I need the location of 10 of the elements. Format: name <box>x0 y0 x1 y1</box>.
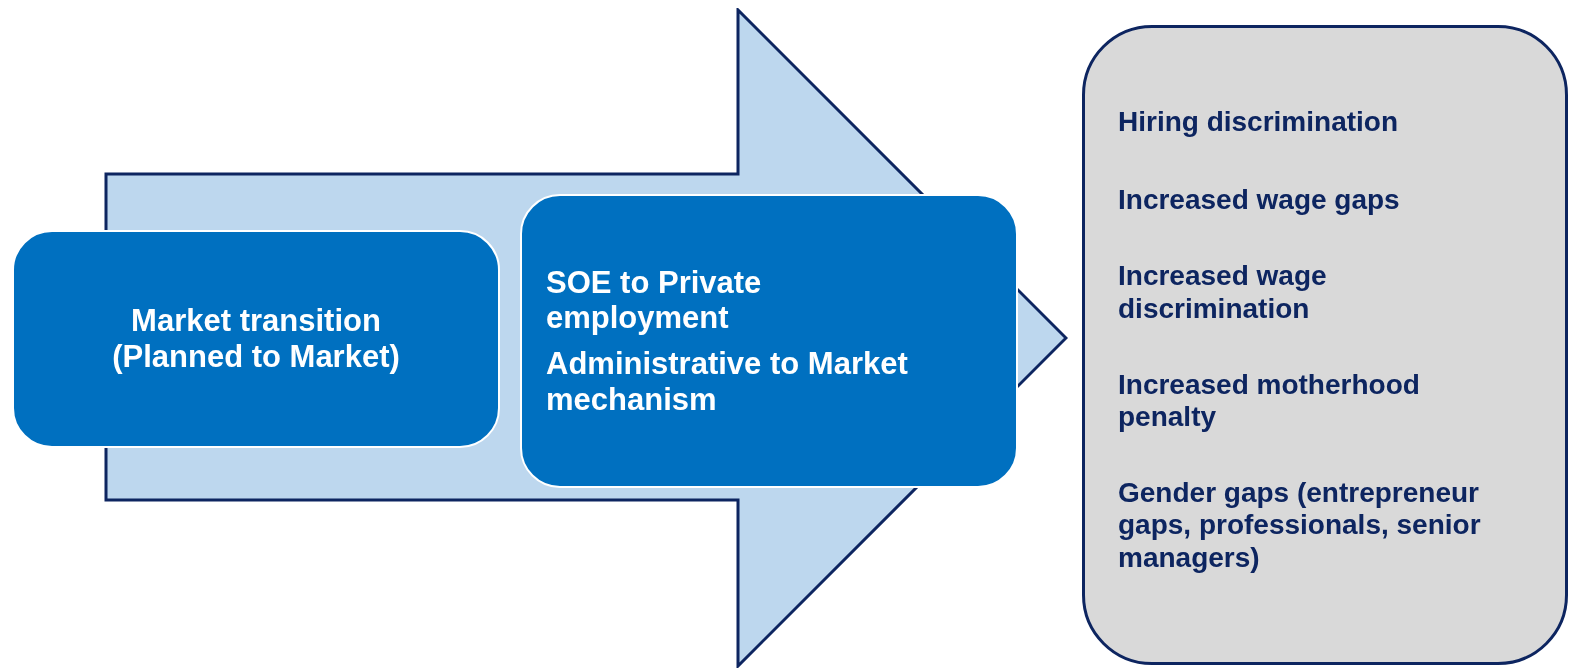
list-item: Increased motherhood penalty <box>1118 368 1421 434</box>
list-item: Gender gaps (entrepreneur gaps, professionals, senior managers) <box>1118 477 1482 574</box>
box-text: SOE to Private employment <box>546 264 763 336</box>
result-box <box>1082 25 1568 665</box>
list-item: Hiring discrimination <box>1118 106 1400 139</box>
process-box <box>12 230 500 448</box>
box-text: Administrative to Market mechanism <box>546 346 909 418</box>
list-item: Increased wage discrimination <box>1118 260 1328 325</box>
box-text: Market transition (Planned to Market) <box>111 303 401 375</box>
list-item: Increased wage gaps <box>1118 184 1401 217</box>
